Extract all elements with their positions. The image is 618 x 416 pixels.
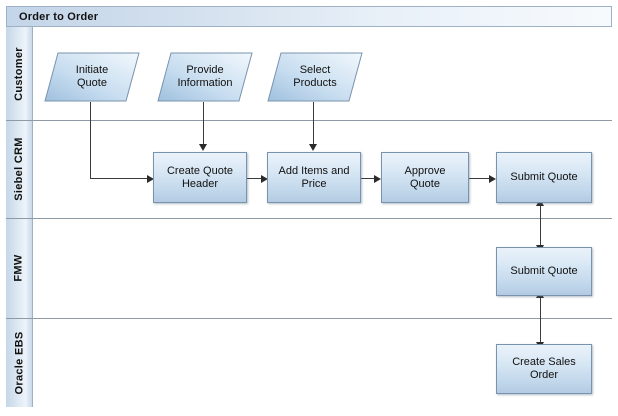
node-label-line-2: Header	[181, 177, 219, 190]
node-label-submit-quote-crm: Submit Quote	[510, 171, 578, 183]
node-label-approve-quote: Approve Quote	[401, 165, 450, 191]
node-submit-quote-fmw[interactable]: Submit Quote	[496, 247, 592, 296]
connector-initiate-quote-horizontal	[90, 178, 148, 179]
swimlane-label-customer: Customer	[13, 46, 25, 101]
swimlane-header-fmw: FMW	[6, 218, 33, 318]
node-submit-quote-crm[interactable]: Submit Quote	[496, 152, 592, 203]
node-label-select-products: Select Products	[289, 64, 340, 90]
arrowhead-provide-information	[199, 144, 207, 151]
swimlane-label-oracle-ebs: Oracle EBS	[13, 331, 26, 394]
swimlane-header-oracle-ebs: Oracle EBS	[6, 318, 33, 407]
diagram-title-bar: Order to Order	[6, 6, 612, 27]
connector-approve-quote-to-submit-quote	[468, 178, 490, 179]
connector-submit-quote-fmw-to-create-sales-order	[540, 295, 541, 345]
node-add-items-and-price[interactable]: Add Items and Price	[267, 152, 361, 203]
node-select-products[interactable]: Select Products	[267, 52, 363, 102]
arrowhead-into-create-quote-header	[147, 175, 154, 183]
node-label-line-2: Quote	[77, 77, 107, 89]
node-label-line-1: Initiate	[75, 64, 109, 76]
node-label-create-quote-header: Create Quote Header	[163, 165, 237, 191]
node-approve-quote[interactable]: Approve Quote	[381, 152, 469, 203]
swimlane-label-fmw: FMW	[13, 254, 26, 282]
arrowhead-into-approve-quote	[374, 175, 381, 183]
node-label-line-1: Provide	[186, 64, 224, 76]
parallelogram-shape-initiate-quote	[44, 52, 140, 102]
node-label-line-2: Price	[301, 177, 327, 190]
node-label-create-sales-order: Create Sales Order	[508, 356, 580, 382]
swimlane-header-siebel-crm: Siebel CRM	[6, 120, 33, 218]
node-initiate-quote[interactable]: Initiate Quote	[44, 52, 140, 102]
node-label-add-items-and-price: Add Items and Price	[275, 165, 354, 191]
parallelogram-shape-select-products	[267, 52, 363, 102]
parallelogram-shape-provide-information	[157, 52, 253, 102]
node-label-line-1: Add Items and	[278, 164, 350, 177]
arrowhead-select-products	[309, 144, 317, 151]
node-label-line-2: Quote	[410, 177, 440, 190]
node-label-line-2: Order	[529, 369, 559, 381]
node-label-submit-quote-fmw: Submit Quote	[510, 265, 578, 277]
swimlane-header-customer: Customer	[6, 27, 33, 120]
connector-add-items-to-approve-quote	[360, 178, 375, 179]
connector-create-quote-header-to-add-items	[247, 178, 262, 179]
node-create-quote-header[interactable]: Create Quote Header	[153, 152, 247, 203]
node-label-line-1: Create Quote	[166, 164, 234, 177]
node-provide-information[interactable]: Provide Information	[157, 52, 253, 102]
arrowhead-into-submit-quote-crm	[489, 175, 496, 183]
connector-select-products	[313, 102, 314, 146]
diagram-title: Order to Order	[19, 11, 99, 23]
node-label-line-2: Products	[293, 77, 337, 89]
node-label-line-1: Create Sales	[512, 356, 576, 368]
node-create-sales-order[interactable]: Create Sales Order	[496, 344, 592, 394]
arrowhead-into-add-items-and-price	[261, 175, 268, 183]
lane-divider-1	[6, 120, 612, 121]
node-label-line-1: Approve	[404, 164, 446, 177]
connector-initiate-quote-vertical	[90, 102, 91, 179]
lane-divider-3	[6, 318, 612, 319]
connector-submit-quote-crm-to-fmw	[540, 203, 541, 248]
node-label-line-2: Information	[177, 77, 233, 89]
lane-divider-2	[6, 218, 612, 219]
node-label-provide-information: Provide Information	[173, 64, 236, 90]
node-label-line-1: Select	[299, 64, 331, 76]
swimlane-label-siebel-crm: Siebel CRM	[13, 137, 26, 201]
connector-provide-information	[203, 102, 204, 146]
node-label-initiate-quote: Initiate Quote	[72, 64, 112, 90]
